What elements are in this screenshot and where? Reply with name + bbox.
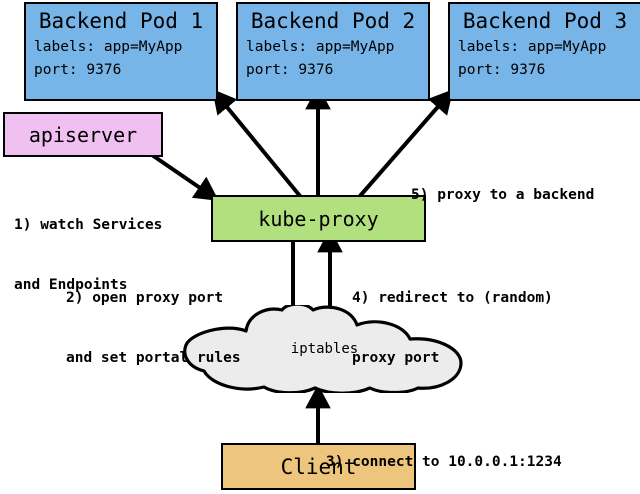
backend-pod-1-title: Backend Pod 1 — [38, 9, 204, 33]
kube-proxy-box[interactable]: kube-proxy — [211, 195, 426, 242]
backend-pod-1-box[interactable]: Backend Pod 1 labels: app=MyApp port: 93… — [24, 2, 218, 101]
backend-pod-1-port: port: 9376 — [34, 62, 122, 78]
annotation-step-4-line-1: 4) redirect to (random) — [352, 290, 553, 306]
backend-pod-3-port: port: 9376 — [458, 62, 546, 78]
annotation-step-3-line-1: 3) connect to 10.0.0.1:1234 — [326, 454, 562, 470]
annotation-step-2: 2) open proxy port and set portal rules — [66, 248, 241, 408]
client-label: Client — [280, 454, 357, 479]
iptables-label: iptables — [290, 341, 359, 357]
backend-pod-2-labels: labels: app=MyApp — [246, 39, 395, 55]
backend-pod-3-title: Backend Pod 3 — [462, 9, 628, 33]
annotation-step-5-line-1: 5) proxy to a backend — [411, 187, 595, 203]
annotation-step-1-line-2: and Endpoints — [14, 277, 128, 293]
apiserver-box[interactable]: apiserver — [3, 112, 163, 157]
backend-pod-3-labels: labels: app=MyApp — [458, 39, 607, 55]
annotation-step-1: 1) watch Services and Endpoints — [14, 175, 162, 335]
arrow-kubeproxy-to-pod1 — [212, 88, 302, 198]
backend-pod-2-title: Backend Pod 2 — [250, 9, 416, 33]
apiserver-label: apiserver — [28, 122, 138, 147]
backend-pod-1-labels: labels: app=MyApp — [34, 39, 183, 55]
annotation-step-2-line-2: and set portal rules — [66, 350, 241, 366]
backend-pod-2-port: port: 9376 — [246, 62, 334, 78]
annotation-step-4: 4) redirect to (random) proxy port — [352, 248, 553, 408]
annotation-step-2-line-1: 2) open proxy port — [66, 290, 224, 306]
cloud-shape — [183, 302, 463, 395]
backend-pod-3-box[interactable]: Backend Pod 3 labels: app=MyApp port: 93… — [448, 2, 640, 101]
client-box[interactable]: Client — [221, 443, 416, 490]
kube-proxy-label: kube-proxy — [258, 206, 379, 231]
backend-pod-2-box[interactable]: Backend Pod 2 labels: app=MyApp port: 93… — [236, 2, 430, 101]
annotation-step-4-line-2: proxy port — [352, 350, 440, 366]
annotation-step-5: 5) proxy to a backend — [411, 145, 594, 245]
annotation-step-3: 3) connect to 10.0.0.1:1234 — [326, 412, 562, 494]
iptables-cloud[interactable]: iptables — [182, 302, 467, 395]
annotation-step-1-line-1: 1) watch Services — [14, 217, 163, 233]
